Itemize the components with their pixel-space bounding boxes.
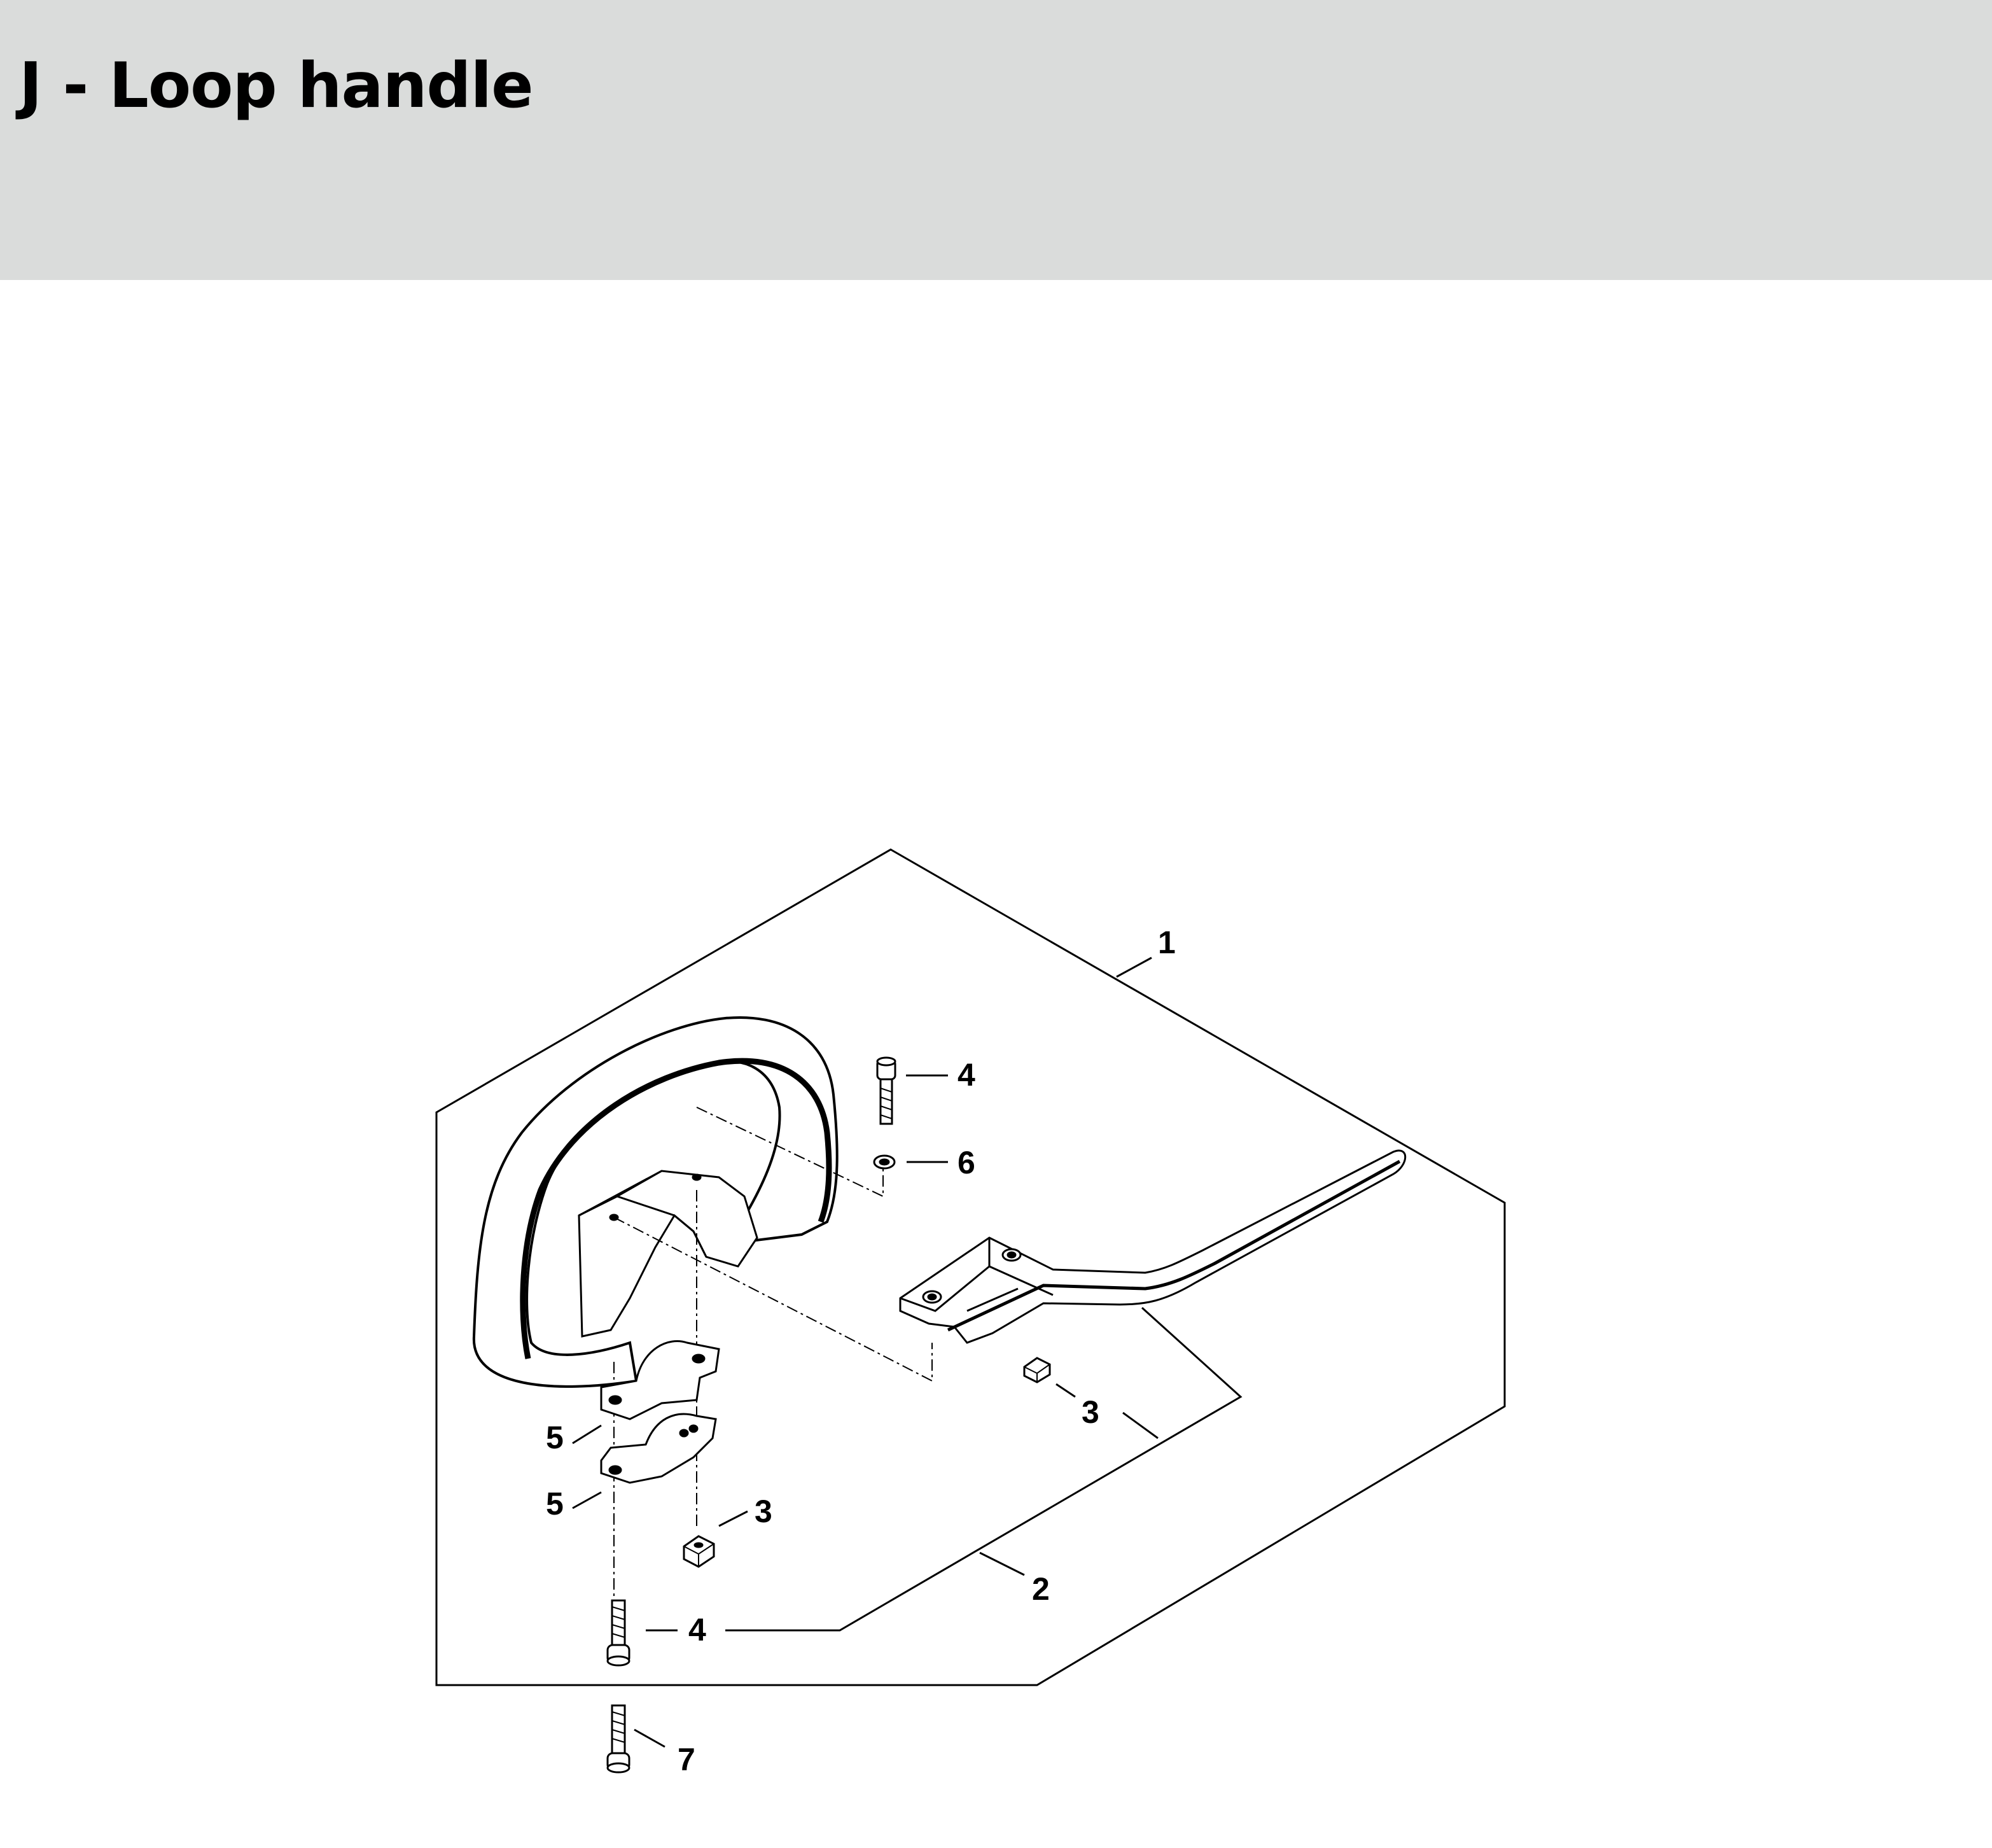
handle-bracket — [899, 1149, 1407, 1344]
square-nut-right — [1023, 1357, 1051, 1383]
callout-5-upper: 5 — [546, 1420, 564, 1455]
callout-2: 2 — [1032, 1571, 1050, 1607]
callout-7: 7 — [678, 1742, 695, 1777]
header-bar: J - Loop handle — [0, 0, 1992, 280]
callout-1: 1 — [1158, 925, 1176, 960]
screw-7 — [606, 1704, 630, 1774]
clamp-shell-lower — [600, 1413, 717, 1484]
leader-lines — [572, 956, 1159, 1748]
clamp-shell-upper — [600, 1340, 720, 1420]
washer — [873, 1154, 896, 1170]
page-title: J - Loop handle — [19, 50, 534, 122]
assembly-boundary-1 — [435, 848, 1506, 1686]
callout-4-top: 4 — [958, 1057, 975, 1093]
callout-6: 6 — [958, 1145, 975, 1180]
callout-5-lower: 5 — [546, 1486, 564, 1522]
assembly-boundary-2 — [725, 1306, 1243, 1632]
screw-bottom — [606, 1599, 630, 1667]
screw-top — [876, 1056, 896, 1125]
square-nut-lower — [683, 1535, 715, 1568]
loop-handle — [472, 1016, 839, 1388]
callout-4-bottom: 4 — [688, 1612, 706, 1648]
callout-3-lower: 3 — [755, 1494, 772, 1529]
callout-3-right: 3 — [1082, 1394, 1099, 1430]
